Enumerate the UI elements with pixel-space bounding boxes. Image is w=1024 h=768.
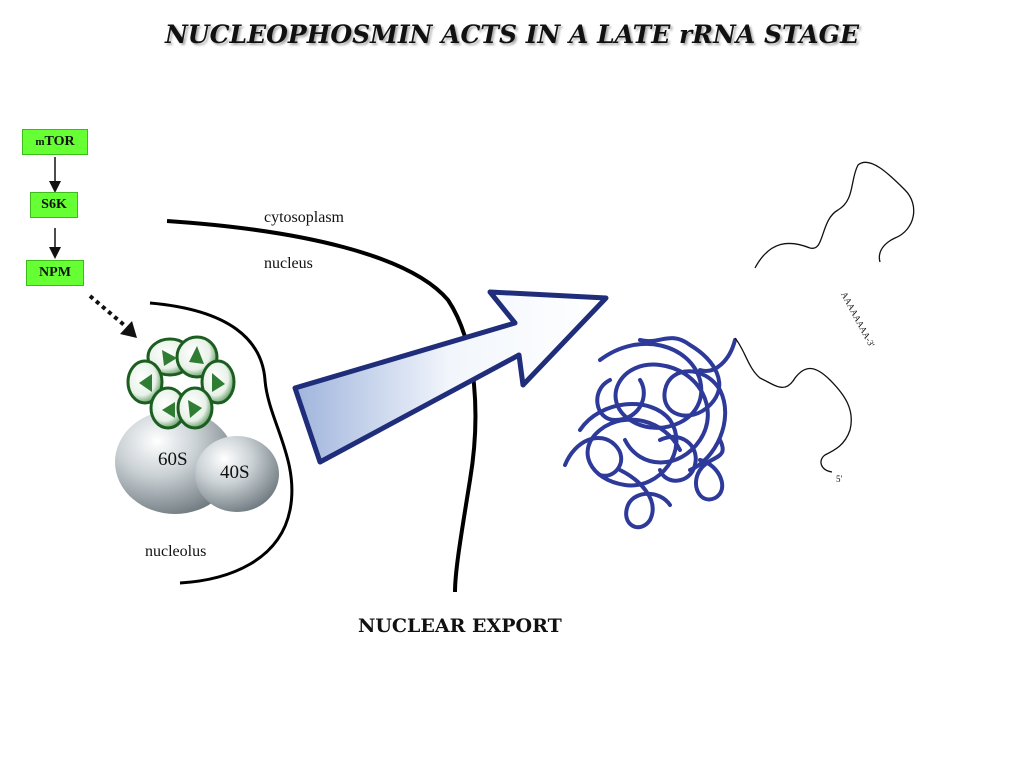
- nucleolus-label: nucleolus: [145, 543, 207, 560]
- nucleolus-boundary: [149, 301, 294, 585]
- mtor-label: TOR: [44, 134, 75, 149]
- subunit-60s-label: 60S: [158, 449, 188, 470]
- ribosome-40s: [195, 436, 279, 512]
- page-title: NUCLEOPHOSMIN ACTS IN A LATE rRNA STAGE: [164, 20, 860, 49]
- mrna-strand-upper: [754, 161, 915, 269]
- dotted-arrow-npm: [88, 294, 132, 332]
- mtor-prefix: m: [35, 136, 45, 148]
- mtor-box: mTOR: [22, 129, 88, 155]
- nuclear-export-arrow: [292, 289, 609, 465]
- cytoplasm-label: cytosoplasm: [264, 209, 344, 226]
- nuclear-export-label: NUCLEAR EXPORT: [358, 615, 562, 637]
- rna-tangle: [563, 336, 737, 530]
- s6k-box: S6K: [30, 192, 78, 218]
- dotted-arrowhead: [120, 321, 137, 338]
- five-prime-label: 5': [836, 474, 843, 484]
- nucleus-label: nucleus: [264, 255, 313, 272]
- subunit-40s-label: 40S: [220, 462, 250, 483]
- npm-box: NPM: [26, 260, 84, 286]
- mrna-strand-lower: [734, 337, 852, 473]
- npm-complex: [126, 335, 236, 430]
